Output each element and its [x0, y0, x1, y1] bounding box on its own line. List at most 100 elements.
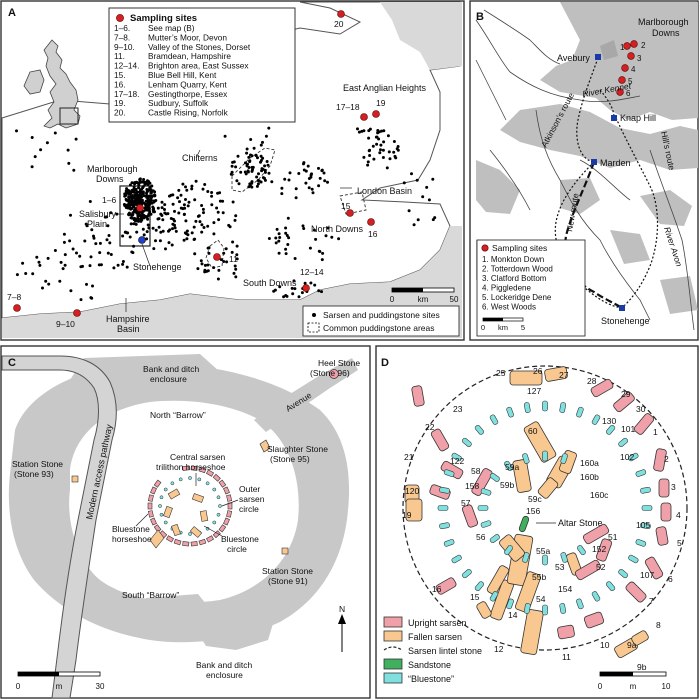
- sarsen-site-dot: [427, 198, 431, 202]
- panel-b-letter: B: [476, 11, 484, 23]
- stone-number: 2: [664, 454, 669, 464]
- trilithon-stone: [189, 526, 203, 538]
- outer-sarsen-stone: [153, 479, 162, 488]
- stone-number: 6: [668, 574, 673, 584]
- sarsen-site-dot: [284, 252, 288, 256]
- upright-sarsen: [633, 413, 655, 435]
- c-label-sarsen: sarsen: [239, 494, 265, 504]
- fallen-stone: [149, 529, 165, 549]
- sarsen-site-dot: [263, 164, 267, 168]
- legend-swatch: [383, 658, 403, 670]
- sarsen-site-dot: [127, 204, 131, 208]
- stone-number: 3: [671, 482, 676, 492]
- c-label-stone-93: (Stone 93): [14, 469, 54, 479]
- sarsen-site-dot: [416, 218, 420, 222]
- sarsen-site-dot: [244, 161, 247, 165]
- sarsen-site-dot: [127, 206, 131, 210]
- sarsen-site-dot: [15, 129, 18, 133]
- sarsen-site-dot: [259, 154, 263, 158]
- bluestone: [439, 522, 450, 530]
- sarsen-site-dot: [249, 138, 253, 141]
- sarsen-site-dot: [130, 194, 134, 197]
- sarsen-site-dot: [210, 194, 214, 198]
- barrows: [26, 354, 276, 650]
- upright-sarsen: [625, 581, 647, 603]
- outer-sarsen-stone: [205, 535, 215, 543]
- bluestone: [504, 460, 514, 471]
- sarsen-site-dot: [45, 141, 49, 145]
- sarsen-site-dot: [130, 207, 134, 210]
- sarsen-site-dot: [302, 168, 306, 172]
- c-label-station-stone-91: Station Stone: [262, 566, 313, 576]
- legend-a-label: See map (B): [148, 23, 195, 33]
- sarsen-site-dot: [145, 230, 149, 234]
- sarsen-site-dot: [248, 184, 252, 188]
- sarsen-site-dot: [142, 216, 146, 220]
- outer-sarsen-stone: [226, 510, 233, 518]
- c-label-stone-91: (Stone 91): [268, 576, 308, 586]
- sarsen-site-dot: [142, 178, 146, 181]
- label-sites-1-6: 1–6: [102, 195, 116, 205]
- trilithon-stone: [167, 488, 181, 500]
- sarsen-site-dot: [202, 211, 205, 215]
- upright-sarsen: [471, 468, 493, 496]
- sarsen-site-dot: [136, 217, 140, 221]
- outer-sarsen-stone: [190, 541, 198, 547]
- sarsen-site-dot: [124, 203, 128, 207]
- sarsen-site-dot: [106, 224, 110, 228]
- b-label-avebury: Avebury: [557, 53, 590, 63]
- sarsen-site-dot: [322, 171, 326, 175]
- label-east-anglian-heights: East Anglian Heights: [343, 83, 427, 93]
- bluestone: [559, 603, 567, 614]
- station-stone-93-symbol: [71, 475, 79, 483]
- sarsen-site-dot: [121, 262, 125, 266]
- sarsen-site-dot: [116, 263, 120, 267]
- sarsen-site-dot: [234, 275, 238, 279]
- sarsen-site-dot: [146, 223, 150, 227]
- sarsen-site-dot: [148, 186, 152, 190]
- sarsen-site-dot: [245, 151, 249, 155]
- outer-lintel-ring: [402, 365, 688, 651]
- sarsen-site-dot: [146, 197, 150, 201]
- c-label-bluestone-circle-1: Bluestone: [221, 534, 259, 544]
- sarsen-site-dot: [130, 181, 134, 185]
- label-sites-7-8: 7–8: [7, 292, 21, 302]
- legend-a-label: Blue Bell Hill, Kent: [148, 70, 217, 80]
- bluestone: [461, 568, 472, 579]
- sarsen-site-dot: [182, 203, 186, 207]
- legend-swatch: [383, 646, 403, 651]
- sarsen-site-dot: [302, 227, 306, 230]
- sarsen-site-dot: [132, 222, 136, 226]
- sarsen-site-dot: [30, 165, 34, 169]
- stonehenge-stones: [147, 465, 233, 549]
- area-symbol: [307, 322, 320, 333]
- panel-c-leader-lines: [135, 473, 239, 537]
- sarsen-site-dot: [280, 192, 284, 196]
- sarsen-site-dot: [317, 289, 321, 293]
- sarsen-site-dot: [142, 233, 146, 237]
- altar-stone-label: Altar Stone: [558, 518, 603, 528]
- bluestone: [205, 481, 210, 486]
- sarsen-site-dot: [151, 189, 155, 193]
- sarsen-site-dot: [275, 227, 279, 231]
- sarsen-site-dot: [53, 131, 57, 135]
- b-site-5: 5: [628, 77, 633, 86]
- stone-number: 28: [587, 376, 597, 386]
- scale-a-unit: km: [418, 295, 429, 304]
- sarsen-site-dot: [62, 240, 66, 244]
- sarsen-site-dot: [79, 298, 83, 302]
- sarsen-site-dot: [367, 149, 371, 153]
- stone-number: 27: [559, 370, 569, 380]
- outer-sarsen-stone: [198, 466, 207, 474]
- sarsen-site-dot: [146, 183, 150, 186]
- legend-a-label: Valley of the Stones, Dorset: [148, 42, 251, 52]
- panel-b: B Marlborough Downs Avebury River Kennet…: [469, 0, 699, 341]
- sarsen-site-dot: [58, 279, 62, 283]
- panel-a-scale-bar: 0 km 50: [390, 287, 459, 304]
- sarsen-site-dot: [303, 281, 307, 285]
- label-downs: Downs: [96, 174, 124, 184]
- bluestone: [480, 520, 492, 528]
- stone-number: 160c: [590, 490, 609, 500]
- sarsen-site-dot: [320, 290, 323, 294]
